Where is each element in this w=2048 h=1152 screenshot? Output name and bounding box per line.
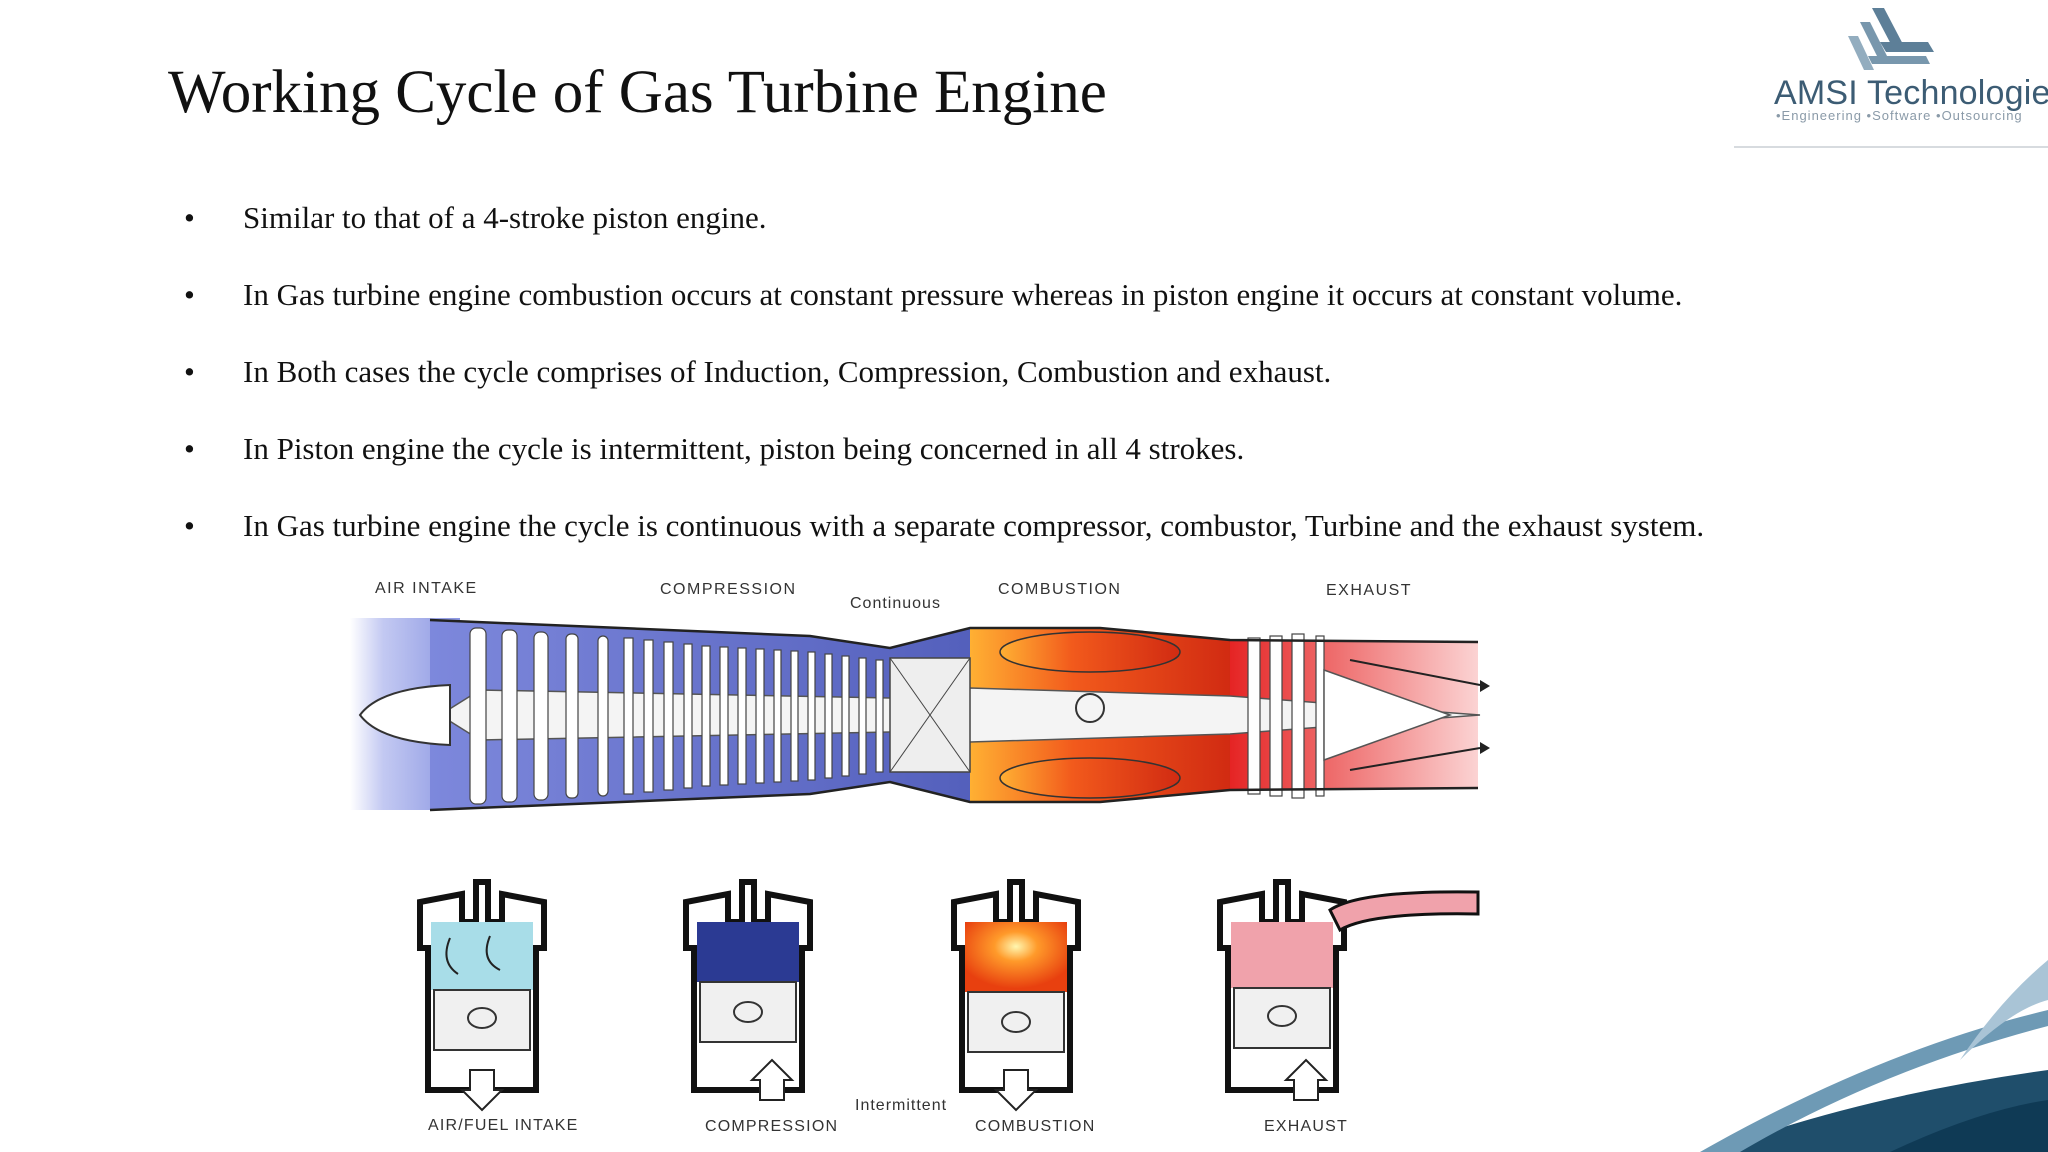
- turbine-label-exhaust: EXHAUST: [1326, 582, 1412, 599]
- bullet-item: • In Gas turbine engine the cycle is cont…: [184, 500, 1856, 552]
- piston-label-exhaust: EXHAUST: [1264, 1118, 1348, 1135]
- bullet-item: • In Both cases the cycle comprises of In…: [184, 346, 1856, 398]
- bullet-dot: •: [184, 277, 195, 312]
- gas-turbine-engine-illustration: [350, 618, 1490, 812]
- piston-stroke-compression: [683, 879, 813, 1101]
- piston-stroke-exhaust: [1217, 879, 1480, 1101]
- turbine-label-intake: AIR INTAKE: [375, 580, 478, 597]
- piston-stroke-intake: [417, 879, 547, 1112]
- piston-label-combustion: COMBUSTION: [975, 1118, 1095, 1135]
- bullet-dot: •: [184, 431, 195, 466]
- bullet-text: In Both cases the cycle comprises of Ind…: [243, 354, 1332, 389]
- bullet-dot: •: [184, 200, 195, 235]
- bullet-dot: •: [184, 354, 195, 389]
- piston-note-intermittent: Intermittent: [855, 1097, 947, 1114]
- piston-stroke-combustion: [951, 879, 1081, 1112]
- turbine-note-continuous: Continuous: [850, 595, 941, 612]
- bullet-item: • Similar to that of a 4-stroke piston en…: [184, 192, 1856, 244]
- bullet-text: Similar to that of a 4-stroke piston eng…: [243, 200, 767, 235]
- logo-divider: [1734, 146, 2048, 148]
- piston-label-intake: AIR/FUEL INTAKE: [428, 1117, 578, 1134]
- engine-cycle-diagram: AIR INTAKE COMPRESSION Continuous COMBUS…: [350, 580, 1490, 1135]
- logo-name: AMSI Technologies: [1774, 74, 2048, 112]
- amsi-logo-icon: [1848, 8, 1934, 70]
- bullet-text: In Piston engine the cycle is intermitte…: [243, 431, 1245, 466]
- piston-label-compression: COMPRESSION: [705, 1118, 838, 1135]
- bullet-item: • In Piston engine the cycle is intermitt…: [184, 423, 1856, 475]
- turbine-label-compression: COMPRESSION: [660, 581, 797, 598]
- decorative-swoosh-icon: [1700, 960, 2048, 1152]
- bullet-list: • Similar to that of a 4-stroke piston en…: [184, 192, 1856, 577]
- bullet-dot: •: [184, 508, 195, 543]
- turbine-label-combustion: COMBUSTION: [998, 581, 1121, 598]
- bullet-item: • In Gas turbine engine combustion occurs…: [184, 269, 1856, 321]
- logo-tagline: •Engineering •Software •Outsourcing: [1776, 108, 2023, 123]
- slide-title: Working Cycle of Gas Turbine Engine: [168, 59, 1107, 126]
- bullet-text: In Gas turbine engine the cycle is conti…: [243, 508, 1705, 543]
- bullet-text: In Gas turbine engine combustion occurs …: [243, 277, 1683, 312]
